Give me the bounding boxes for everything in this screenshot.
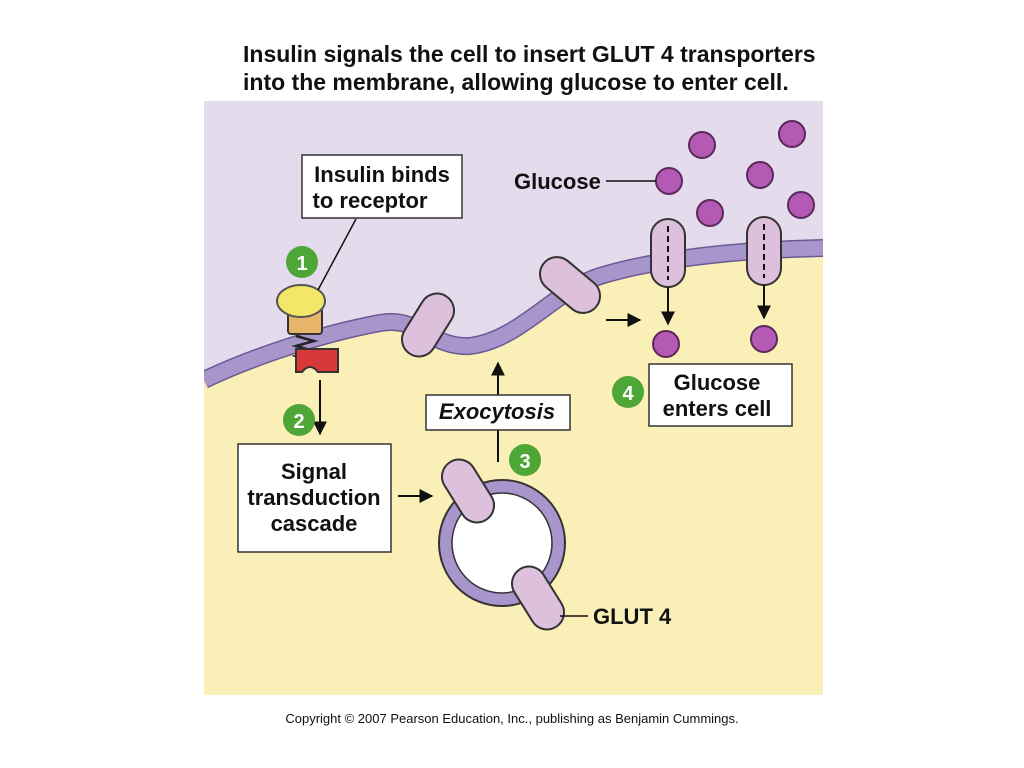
glucose-molecule: [746, 161, 774, 189]
glut4-channel-1: [650, 218, 686, 288]
glucose-enters-box: [648, 363, 793, 427]
copyright-notice: Copyright © 2007 Pearson Education, Inc.…: [285, 711, 739, 726]
glut4-in-membrane-2: [538, 256, 602, 314]
step-2-label-line-1: Signal: [281, 459, 347, 484]
glut4-label: GLUT 4: [593, 604, 672, 629]
title-line-1: Insulin signals the cell to insert GLUT …: [243, 41, 816, 67]
step-2-label-line-2: transduction: [247, 485, 380, 510]
step-2-number: 2: [293, 411, 304, 433]
glucose-label: Glucose: [514, 169, 601, 194]
step-1-badge: 1: [286, 246, 318, 278]
step-2-badge: 2: [283, 404, 315, 436]
step-3-label: Exocytosis: [439, 399, 555, 424]
glucose-molecule: [696, 199, 724, 227]
step-2-label-line-3: cascade: [271, 511, 358, 536]
step-3-number: 3: [519, 451, 530, 473]
glut4-in-membrane-1: [400, 292, 456, 358]
glut4-on-vesicle-1: [440, 458, 496, 524]
step-4-label-line-1: Glucose: [674, 370, 761, 395]
insulin-molecule: [276, 284, 326, 318]
step-4-label-line-2: enters cell: [663, 396, 772, 421]
step-1-label-line-2: to receptor: [313, 188, 428, 213]
glucose-molecule: [778, 120, 806, 148]
glucose-molecule: [787, 191, 815, 219]
glut4-channel-2: [746, 216, 782, 286]
step-1-label-line-1: Insulin binds: [314, 162, 450, 187]
glucose-molecule: [688, 131, 716, 159]
exocytosis-box: [425, 394, 571, 431]
insulin-binds-box: [301, 154, 463, 219]
glut4-on-vesicle-2: [510, 565, 566, 631]
step-4-badge: 4: [612, 376, 644, 408]
step-4-number: 4: [622, 383, 634, 405]
step-1-number: 1: [296, 253, 307, 275]
step-3-badge: 3: [509, 444, 541, 476]
diagram-title: Insulin signals the cell to insert GLUT …: [243, 40, 943, 96]
glucose-molecule-inside: [652, 330, 680, 358]
insulin-label-pointer: [317, 218, 357, 291]
title-line-2: into the membrane, allowing glucose to e…: [243, 69, 789, 95]
glucose-molecule: [655, 167, 683, 195]
glucose-molecule-inside: [750, 325, 778, 353]
signal-cascade-box: [237, 443, 392, 553]
